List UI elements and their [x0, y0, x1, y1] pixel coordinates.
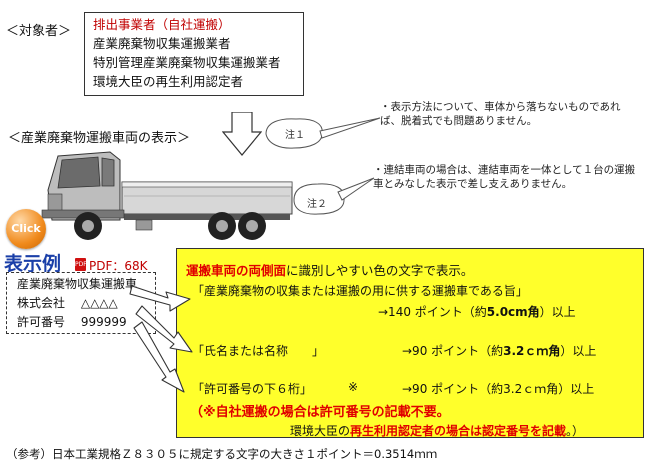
vehicle-display-label: ＜産業廃棄物運搬車両の表示＞ [8, 131, 191, 146]
target-label: ＜対象者＞ [6, 24, 72, 39]
explanation-box [176, 248, 644, 438]
target-item: 排出事業者（自社運搬） [93, 17, 231, 32]
recycling-note-emphasis: 再生利用認定者の場合は認定番号を記載 [350, 424, 567, 438]
item1-size-suffix: ）以上 [539, 305, 576, 319]
callout-2-label: 注２ [307, 199, 327, 210]
recycling-note-prefix: 環境大臣の [290, 424, 351, 438]
item3-mark: ※ [348, 380, 359, 394]
explanation-heading: 運搬車両の両側面に識別しやすい色の文字で表示。 [186, 260, 473, 279]
item3-size: →90 ポイント（約3.2ｃｍ角）以上 [402, 382, 595, 396]
plate-line: 産業廃棄物収集運搬車 [17, 277, 138, 291]
click-button[interactable]: Click [6, 209, 46, 249]
item1-size: →140 ポイント（約5.0cm角）以上 [378, 303, 576, 320]
plate-line: 株式会社 △△△△ [17, 294, 145, 313]
display-plate-example: 産業廃棄物収集運搬車 株式会社 △△△△ 許可番号 999999 [6, 272, 156, 334]
truck-icon [41, 151, 293, 240]
plate-company-name: △△△△ [80, 296, 118, 310]
callout-bubble-1 [265, 117, 381, 149]
display-example-title: 表示例 [4, 253, 62, 275]
note-coupled-vehicle: ・連結車両の場合は、連結車両を一体として１台の運搬車とみなした表示で差し支えあり… [373, 164, 636, 190]
callout-1-label: 注１ [285, 130, 305, 141]
item2-size-value: 3.2ｃｍ角 [503, 344, 561, 358]
recycling-certified-note: 環境大臣の再生利用認定者の場合は認定番号を記載。） [290, 422, 584, 439]
self-transport-note-text: （※自社運搬の場合は許可番号の記載不要。 [190, 405, 450, 420]
self-transport-note: （※自社運搬の場合は許可番号の記載不要。 [190, 401, 450, 420]
target-item: 環境大臣の再生利用認定者 [93, 74, 244, 89]
reference-footnote: （参考）日本工業規格Ｚ８３０５に規定する文字の大きさ１ポイント＝0.3514ｍｍ [6, 447, 438, 461]
item1-size-prefix: →140 ポイント（約 [378, 305, 487, 319]
item2-size-prefix: →90 ポイント（約 [402, 344, 504, 358]
pdf-download-link[interactable]: PDF：68K [89, 259, 148, 273]
item2-size: →90 ポイント（約3.2ｃｍ角）以上 [402, 342, 596, 359]
item1-text: 「産業廃棄物の収集または運搬の用に供する運搬車である旨」 [192, 284, 528, 298]
plate-permit-number: 999999 [80, 315, 127, 329]
heading-rest: に識別しやすい色の文字で表示。 [286, 263, 474, 278]
item2-size-suffix: ）以上 [560, 344, 597, 358]
heading-emphasis: 運搬車両の両側面 [186, 263, 287, 278]
item1-size-value: 5.0cm角 [486, 305, 540, 319]
arrow-to-item1-icon [129, 285, 191, 312]
down-arrow-icon [222, 112, 262, 156]
arrow-to-item3-icon [133, 321, 185, 393]
plate-company-prefix: 株式会社 [17, 296, 66, 310]
arrow-to-item2-icon [135, 305, 193, 353]
plate-line: 許可番号 999999 [17, 313, 145, 332]
target-item: 特別管理産業廃棄物収集運搬業者 [93, 55, 281, 70]
target-item: 産業廃棄物収集運搬業者 [93, 36, 231, 51]
plate-permit-label: 許可番号 [17, 315, 66, 329]
callout-bubble-2 [293, 177, 375, 215]
target-list: 排出事業者（自社運搬） 産業廃棄物収集運搬業者 特別管理産業廃棄物収集運搬業者 … [84, 12, 304, 96]
item3-text: 「許可番号の下６桁」 [192, 382, 313, 396]
pdf-icon: PDF [75, 258, 87, 271]
recycling-note-suffix: 。） [566, 424, 585, 438]
item2-text: 「氏名または名称 」 [192, 344, 325, 358]
note-detachable: ・表示方法について、車体から落ちないものであれば、脱着式でも問題ありません。 [380, 101, 621, 127]
